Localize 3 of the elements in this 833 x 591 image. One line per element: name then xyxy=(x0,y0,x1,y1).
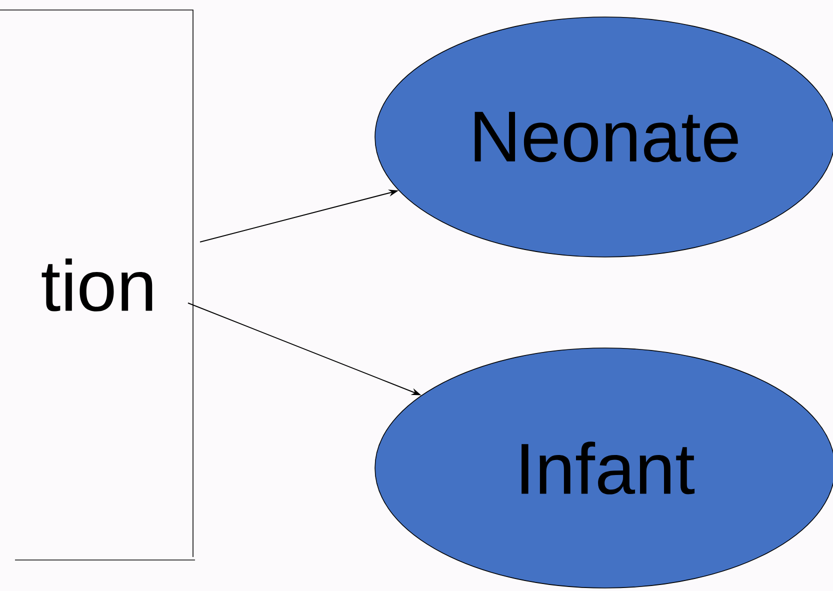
ellipse-node: Neonate xyxy=(374,16,833,258)
ellipse-node: Infant xyxy=(374,348,833,588)
open-box: tion xyxy=(0,10,196,560)
